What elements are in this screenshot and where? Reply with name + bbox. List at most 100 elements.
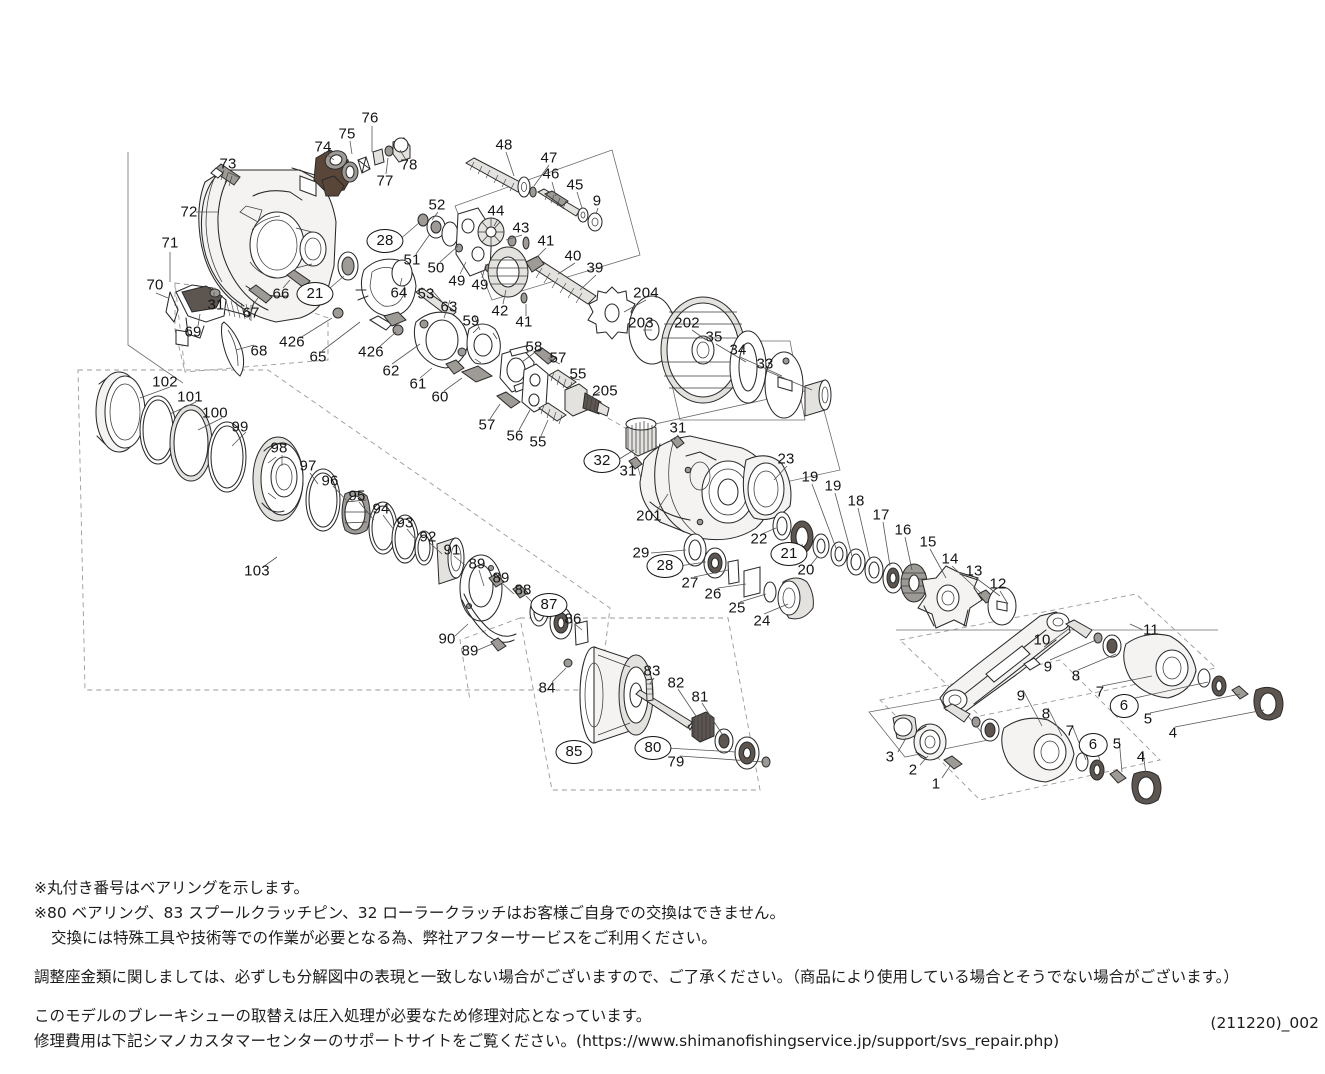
bearing-callout-6: 6 (1109, 694, 1139, 718)
note-line-6: 修理費用は下記シマノカスタマーセンターのサポートサイトをご覧ください。(http… (34, 1032, 1060, 1050)
note-gap-2 (34, 990, 1296, 1004)
part-callout-58: 58 (525, 338, 543, 356)
bearing-callout-21: 21 (296, 282, 334, 306)
parts-handle-assembly (892, 611, 1284, 805)
part-callout-12: 12 (989, 575, 1007, 593)
bearing-callout-28: 28 (366, 229, 404, 253)
part-callout-40: 40 (564, 247, 582, 265)
part-callout-94: 94 (372, 500, 390, 518)
part-callout-103: 103 (244, 562, 270, 580)
part-callout-31: 31 (619, 462, 637, 480)
parts-48-45-worm-shaft (465, 157, 603, 232)
part-callout-48: 48 (495, 136, 513, 154)
part-callout-75: 75 (338, 125, 356, 143)
part-callout-50: 50 (427, 259, 445, 277)
part-callout-41: 41 (515, 313, 533, 331)
bearing-callout-21: 21 (770, 542, 808, 566)
bearing-callout-28: 28 (646, 554, 684, 578)
part-callout-9: 9 (1016, 687, 1026, 705)
note-line-2: ※80 ベアリング、83 スプールクラッチピン、32 ローラークラッチはお客様ご… (34, 904, 785, 922)
part-callout-100: 100 (202, 404, 228, 422)
part-callout-88: 88 (514, 581, 532, 599)
part-70-69-lever (165, 284, 227, 347)
part-callout-89: 89 (492, 569, 510, 587)
part-callout-19: 19 (824, 477, 842, 495)
part-callout-64: 64 (390, 284, 408, 302)
part-callout-10: 10 (1033, 631, 1051, 649)
bearing-callout-32: 32 (583, 449, 621, 473)
part-callout-34: 34 (729, 341, 747, 359)
parts-85-spool (563, 646, 771, 770)
part-callout-57: 57 (549, 349, 567, 367)
part-callout-78: 78 (400, 156, 418, 174)
part-callout-61: 61 (409, 375, 427, 393)
part-callout-39: 39 (586, 259, 604, 277)
part-callout-43: 43 (512, 219, 530, 237)
part-callout-92: 92 (419, 528, 437, 546)
part-callout-426: 426 (358, 343, 384, 361)
part-callout-76: 76 (361, 109, 379, 127)
parts-spool-rings (95, 371, 589, 652)
part-callout-23: 23 (777, 450, 795, 468)
part-callout-33: 33 (756, 355, 774, 373)
parts-52-39 (417, 207, 832, 419)
part-callout-72: 72 (180, 203, 198, 221)
part-callout-7: 7 (1095, 683, 1105, 701)
part-callout-77: 77 (376, 172, 394, 190)
note-line-4: 調整座金類に関しましては、必ずしも分解図中の表現と一致しない場合がございますので… (34, 968, 1239, 986)
part-callout-86: 86 (564, 610, 582, 628)
part-callout-18: 18 (847, 492, 865, 510)
part-callout-3: 3 (885, 748, 895, 766)
part-callout-45: 45 (566, 176, 584, 194)
part-callout-15: 15 (919, 533, 937, 551)
parts-drive-train (683, 455, 1017, 629)
part-68-brake-shoe (220, 321, 245, 377)
part-callout-84: 84 (538, 679, 556, 697)
part-callout-2: 2 (908, 761, 918, 779)
part-callout-31: 31 (207, 296, 225, 314)
footnotes-block: ※丸付き番号はベアリングを示します。 ※80 ベアリング、83 スプールクラッチ… (34, 876, 1296, 1054)
part-callout-7: 7 (1065, 722, 1075, 740)
part-callout-35: 35 (705, 328, 723, 346)
part-callout-53: 53 (417, 285, 435, 303)
part-callout-81: 81 (691, 688, 709, 706)
part-callout-59: 59 (462, 312, 480, 330)
part-callout-79: 79 (667, 753, 685, 771)
part-callout-26: 26 (704, 585, 722, 603)
part-callout-4: 4 (1168, 724, 1178, 742)
part-callout-97: 97 (299, 457, 317, 475)
part-callout-74: 74 (314, 138, 332, 156)
part-callout-1: 1 (931, 775, 941, 793)
part-callout-49: 49 (448, 272, 466, 290)
part-callout-202: 202 (674, 314, 700, 332)
part-callout-99: 99 (231, 418, 249, 436)
part-callout-22: 22 (750, 530, 768, 548)
part-callout-13: 13 (965, 562, 983, 580)
part-callout-201: 201 (636, 507, 662, 525)
part-callout-63: 63 (440, 298, 458, 316)
revision-code: (211220)_002 (1210, 1014, 1319, 1032)
part-callout-66: 66 (272, 285, 290, 303)
part-callout-73: 73 (219, 155, 237, 173)
part-callout-14: 14 (941, 550, 959, 568)
part-callout-90: 90 (438, 630, 456, 648)
part-callout-4: 4 (1136, 748, 1146, 766)
part-callout-8: 8 (1041, 705, 1051, 723)
part-callout-5: 5 (1143, 710, 1153, 728)
part-callout-204: 204 (633, 284, 659, 302)
part-callout-49: 49 (471, 276, 489, 294)
part-callout-55: 55 (529, 433, 547, 451)
part-callout-62: 62 (382, 362, 400, 380)
part-callout-67: 67 (242, 304, 260, 322)
part-callout-95: 95 (348, 487, 366, 505)
part-callout-426: 426 (279, 333, 305, 351)
note-line-5: このモデルのブレーキシューの取替えは圧入処理が必要なため修理対応となっています。 (34, 1007, 652, 1025)
note-line-3: 交換には特殊工具や技術等での作業が必要となる為、弊社アフターサービスをご利用くだ… (51, 929, 717, 947)
part-callout-203: 203 (628, 314, 654, 332)
part-callout-93: 93 (396, 514, 414, 532)
part-callout-11: 11 (1143, 621, 1159, 639)
part-callout-70: 70 (146, 276, 164, 294)
part-callout-82: 82 (667, 674, 685, 692)
part-callout-47: 47 (540, 149, 558, 167)
